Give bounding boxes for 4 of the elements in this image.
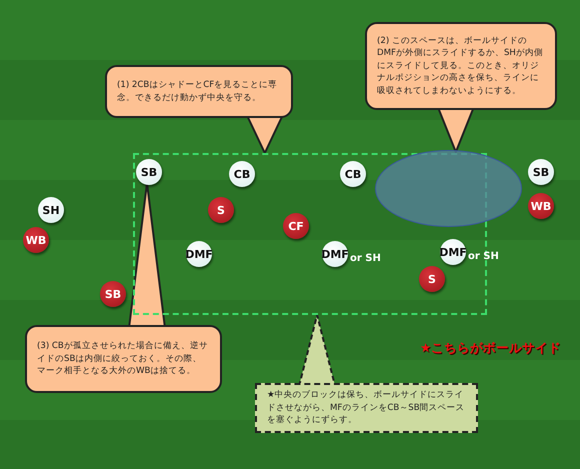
ball-side-note: ★こちらがボールサイド — [420, 340, 562, 357]
callout-bubble: (2) このスペースは、ボールサイドのDMFが外側にスライドするか、SHが内側にスライドして見る。このとき、オリジナルポジションの高さを保ち、ラインに吸収されてしまわないようにする。 — [365, 22, 557, 110]
position-note: or SH — [350, 253, 381, 264]
position-note: or SH — [468, 251, 499, 262]
